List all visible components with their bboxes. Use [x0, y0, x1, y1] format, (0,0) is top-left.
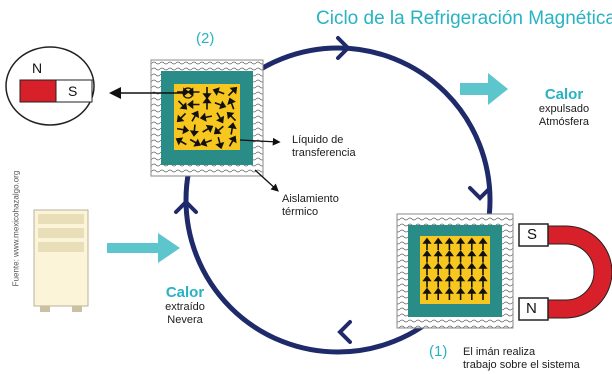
aligned-spin-arrow [467, 287, 477, 300]
random-spin-arrow [228, 135, 237, 147]
aligned-spin-arrow [456, 275, 466, 288]
left-magnet-south: S [68, 83, 78, 99]
aligned-spin-arrow [478, 262, 488, 275]
aligned-spin-arrow [444, 262, 454, 275]
random-spin-arrow [176, 125, 190, 135]
right-magnet-north: N [526, 300, 537, 317]
cycle-direction-arrow-left [174, 199, 198, 214]
random-spin-arrow [177, 100, 188, 110]
aligned-spin-arrow [478, 275, 488, 288]
insulation-label: Aislamiento térmico [282, 193, 339, 219]
liquid-label-line2: transferencia [292, 147, 356, 159]
stage1-label: (1) [429, 343, 448, 360]
cycle-direction-arrow-right [468, 186, 492, 201]
heat-out-label: Calor expulsado Atmósfera [519, 86, 609, 129]
liquid-label: Líquido de transferencia [292, 134, 356, 160]
random-spin-arrow [187, 87, 200, 97]
aligned-spin-arrow [433, 237, 443, 250]
heat-in-title: Calor [165, 284, 205, 301]
random-spin-arrow [191, 110, 200, 122]
heat-in-line2: Nevera [167, 314, 203, 326]
heat-in-label: Calor extraído Nevera [153, 284, 217, 327]
insulation-label-line2: térmico [282, 206, 319, 218]
source-credit: Fuente: www.mexicohazalgo.org [11, 170, 21, 287]
heat-out-title: Calor [544, 86, 584, 103]
heat-in-line1: extraído [165, 301, 205, 313]
random-spin-arrow [212, 87, 225, 96]
stage1-block [396, 213, 514, 329]
left-magnet-north: N [32, 60, 43, 76]
random-spin-arrow [202, 97, 212, 110]
aligned-spin-arrow [467, 275, 477, 288]
random-spin-arrow [215, 136, 225, 150]
left-magnet [5, 46, 95, 126]
work-label: El imán realiza trabajo sobre el sistema [463, 346, 580, 372]
aligned-spin-arrow [422, 275, 432, 288]
aligned-spin-arrow [456, 262, 466, 275]
aligned-spin-arrow [444, 250, 454, 263]
heat-in-arrow [107, 233, 180, 263]
aligned-spin-arrow [456, 287, 466, 300]
random-spin-arrow [176, 112, 187, 123]
aligned-spin-arrow [444, 275, 454, 288]
work-label-line1: El imán realiza [463, 346, 536, 358]
heat-out-line1: expulsado [538, 103, 590, 115]
random-spin-arrow [214, 100, 227, 110]
aligned-spin-arrow [433, 275, 443, 288]
random-spin-arrow [202, 87, 212, 100]
random-spin-arrow [202, 124, 214, 133]
random-spin-arrow [227, 86, 238, 97]
aligned-spin-arrow [444, 287, 454, 300]
heat-out-arrow [460, 73, 508, 105]
random-spin-arrow [213, 125, 224, 135]
liquid-label-line1: Líquido de [292, 134, 344, 146]
random-spin-arrow [216, 112, 225, 124]
aligned-spin-arrow [433, 262, 443, 275]
refrigerator-icon [33, 209, 89, 312]
diagram-title: Ciclo de la Refrigeración Magnética [316, 8, 612, 29]
random-spin-arrow [189, 138, 201, 147]
insulation-label-line1: Aislamiento [282, 193, 339, 205]
aligned-spin-arrow [422, 262, 432, 275]
random-spin-arrow [227, 97, 236, 110]
aligned-spin-arrow [478, 237, 488, 250]
aligned-spin-arrows [422, 237, 488, 300]
random-spin-arrow [200, 138, 212, 147]
right-magnet-horseshoe [518, 223, 612, 321]
aligned-spin-arrow [478, 287, 488, 300]
aligned-spin-arrow [467, 237, 477, 250]
insulation-pointer [254, 169, 279, 192]
aligned-spin-arrow [422, 287, 432, 300]
aligned-spin-arrow [456, 237, 466, 250]
random-spin-arrow [226, 111, 237, 122]
random-spin-arrow [175, 137, 187, 146]
random-spin-arrows [175, 86, 238, 150]
aligned-spin-arrow [467, 250, 477, 263]
aligned-spin-arrow [433, 287, 443, 300]
random-spin-arrow [189, 124, 199, 137]
aligned-spin-arrow [456, 250, 466, 263]
random-spin-arrow [227, 122, 237, 135]
aligned-spin-arrow [422, 237, 432, 250]
heat-out-line2: Atmósfera [538, 116, 590, 128]
aligned-spin-arrow [422, 250, 432, 263]
liquid-pointer [239, 137, 281, 146]
work-label-line2: trabajo sobre el sistema [463, 359, 580, 371]
aligned-spin-arrow [478, 250, 488, 263]
random-spin-arrow [187, 99, 200, 110]
right-magnet-south: S [527, 226, 538, 243]
aligned-spin-arrow [433, 250, 443, 263]
aligned-spin-arrow [467, 262, 477, 275]
stage2-block [150, 59, 264, 177]
aligned-spin-arrow [444, 237, 454, 250]
stage2-label: (2) [196, 30, 215, 47]
random-spin-arrow [199, 112, 213, 122]
cycle-direction-arrow-bottom [337, 320, 352, 344]
cycle-direction-arrow-top [336, 36, 350, 60]
